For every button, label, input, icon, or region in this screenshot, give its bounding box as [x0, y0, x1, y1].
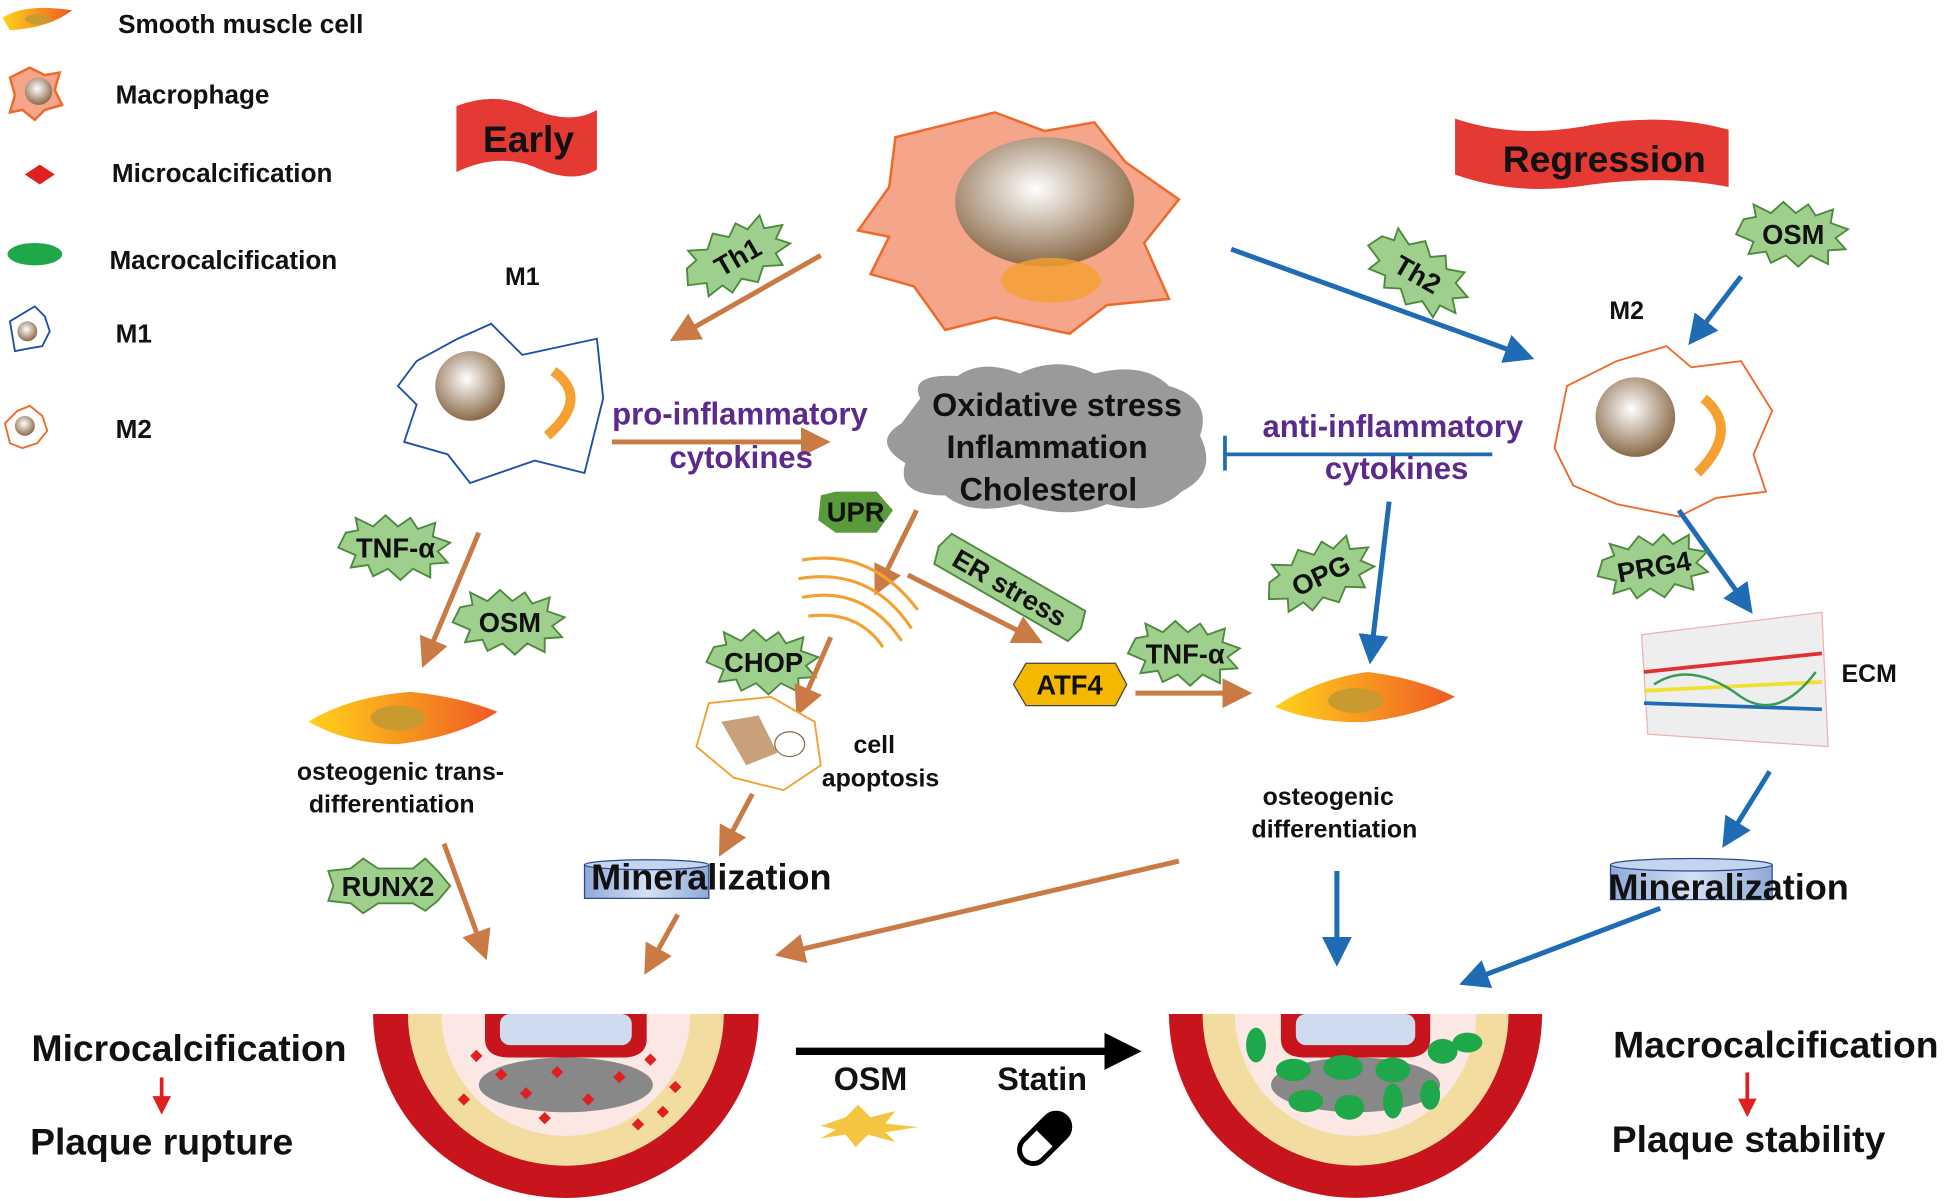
m1-smc-arrow — [419, 531, 482, 668]
osteogenic-trans-label-2: differentiation — [309, 791, 475, 819]
mineralization-left-label: Mineralization — [591, 857, 831, 898]
microcalcification-icon — [24, 164, 55, 185]
chop-arrow — [794, 636, 834, 717]
macrocalcification-icon — [7, 242, 63, 266]
pro-cytokines-label: cytokines — [670, 440, 813, 475]
osm-top-label: OSM — [1762, 219, 1824, 250]
th2-arrow — [1230, 246, 1535, 363]
prg4-badge: PRG4 — [1591, 524, 1715, 610]
ecm-icon — [1640, 611, 1829, 748]
m2-label: M2 — [1609, 297, 1644, 325]
regression-flag — [1455, 118, 1729, 189]
osm-burst-icon — [820, 1104, 918, 1148]
apoptotic-cell-icon — [695, 695, 822, 792]
pro-inflammatory-label: pro-inflammatory — [612, 397, 868, 432]
m2-macrophage — [1553, 345, 1774, 518]
macrophage-icon — [8, 66, 64, 122]
osteogenic-diff-label-1: osteogenic — [1263, 783, 1394, 811]
osm-treatment-label: OSM — [834, 1061, 908, 1097]
runx2-plaque-arrow — [441, 842, 491, 961]
runx2-label: RUNX2 — [342, 871, 435, 902]
tnf-mid-label: TNF-α — [1146, 638, 1225, 669]
tnf-mid-badge: TNF-α — [1127, 620, 1241, 687]
mineralization-left-plaque-arrow — [644, 913, 680, 975]
statin-treatment-label: Statin — [997, 1061, 1087, 1097]
mineralization-plaque-arrow — [1459, 905, 1662, 989]
smooth-muscle-cell-right — [1274, 672, 1456, 723]
cell-apoptosis-label-1: cell — [854, 731, 895, 759]
osteogenic-left-plaque-arrow — [774, 858, 1180, 964]
th1-arrow — [669, 253, 823, 342]
osteogenic-diff-label-2: differentiation — [1252, 815, 1418, 843]
m2-macrophage-icon — [3, 404, 49, 450]
plaque-rupture-outcome: Plaque rupture — [30, 1121, 293, 1163]
opg-arrow — [1358, 501, 1392, 665]
anti-inflammatory-label: anti-inflammatory — [1262, 409, 1523, 444]
legend-m2: M2 — [116, 414, 152, 444]
chop-badge: CHOP — [705, 628, 820, 696]
oxidative-stress-label: Oxidative stress — [932, 387, 1182, 423]
er-stress-label: ER stress — [947, 543, 1072, 633]
th2-badge: Th2 — [1351, 216, 1483, 331]
osteogenic-trans-label-1: osteogenic trans- — [297, 758, 504, 786]
early-label: Early — [483, 118, 574, 160]
cell-apoptosis-label-2: apoptosis — [822, 764, 939, 792]
mineralization-right-cylinder — [1609, 857, 1773, 901]
tnf-left-label: TNF-α — [356, 533, 435, 564]
er-stress-arrow — [906, 572, 1043, 644]
legend-macrophage: Macrophage — [116, 80, 270, 110]
m1-label: M1 — [505, 263, 540, 291]
upr-badge — [818, 491, 893, 533]
runx2-badge: RUNX2 — [327, 857, 452, 915]
plaque-macrocalcification — [1169, 1014, 1543, 1198]
stress-cloud — [886, 364, 1207, 513]
apoptosis-arrow — [718, 792, 755, 857]
legend-smooth-muscle-cell: Smooth muscle cell — [118, 9, 363, 39]
regression-label: Regression — [1503, 138, 1706, 180]
smooth-muscle-cell-icon — [2, 7, 73, 31]
statin-pill-icon — [1017, 1110, 1073, 1166]
atf4-label: ATF4 — [1036, 669, 1103, 700]
plaque-stability-outcome: Plaque stability — [1612, 1118, 1886, 1160]
endoplasmic-reticulum-icon — [798, 556, 920, 648]
th1-badge: Th1 — [670, 200, 802, 315]
m1-macrophage-icon — [8, 305, 51, 353]
early-flag — [456, 98, 597, 177]
cholesterol-label: Cholesterol — [959, 471, 1137, 507]
upr-label: UPR — [827, 497, 885, 528]
legend-microcalcification: Microcalcification — [112, 158, 333, 188]
mineralization-left-cylinder — [583, 859, 710, 899]
m1-macrophage — [396, 322, 605, 485]
macrocalcification-outcome: Macrocalcification — [1613, 1024, 1938, 1066]
osm-left-label: OSM — [479, 607, 541, 638]
osm-left-badge: OSM — [451, 588, 566, 656]
m2-ecm-arrow — [1676, 508, 1753, 614]
inflammation-label: Inflammation — [947, 429, 1148, 465]
ecm-label: ECM — [1842, 660, 1897, 688]
plaque-microcalcification — [373, 1014, 759, 1198]
chop-label: CHOP — [724, 647, 803, 678]
osm-top-badge: OSM — [1735, 200, 1849, 268]
opg-badge: OPG — [1254, 521, 1385, 630]
microcalcification-outcome: Microcalcification — [32, 1027, 347, 1069]
anti-cytokines-label: cytokines — [1325, 451, 1468, 486]
tnf-left-badge: TNF-α — [337, 514, 452, 581]
osm-m2-arrow — [1688, 275, 1744, 346]
mineralization-right-label: Mineralization — [1608, 867, 1848, 908]
atf4-badge — [1012, 662, 1128, 707]
ecm-mineralization-arrow — [1722, 770, 1772, 848]
legend-macrocalcification: Macrocalcification — [109, 245, 337, 275]
central-macrophage — [855, 111, 1181, 336]
legend: Smooth muscle cell Macrophage Microcalci… — [2, 7, 363, 450]
legend-m1: M1 — [116, 318, 152, 348]
smooth-muscle-cell-left — [308, 691, 498, 745]
